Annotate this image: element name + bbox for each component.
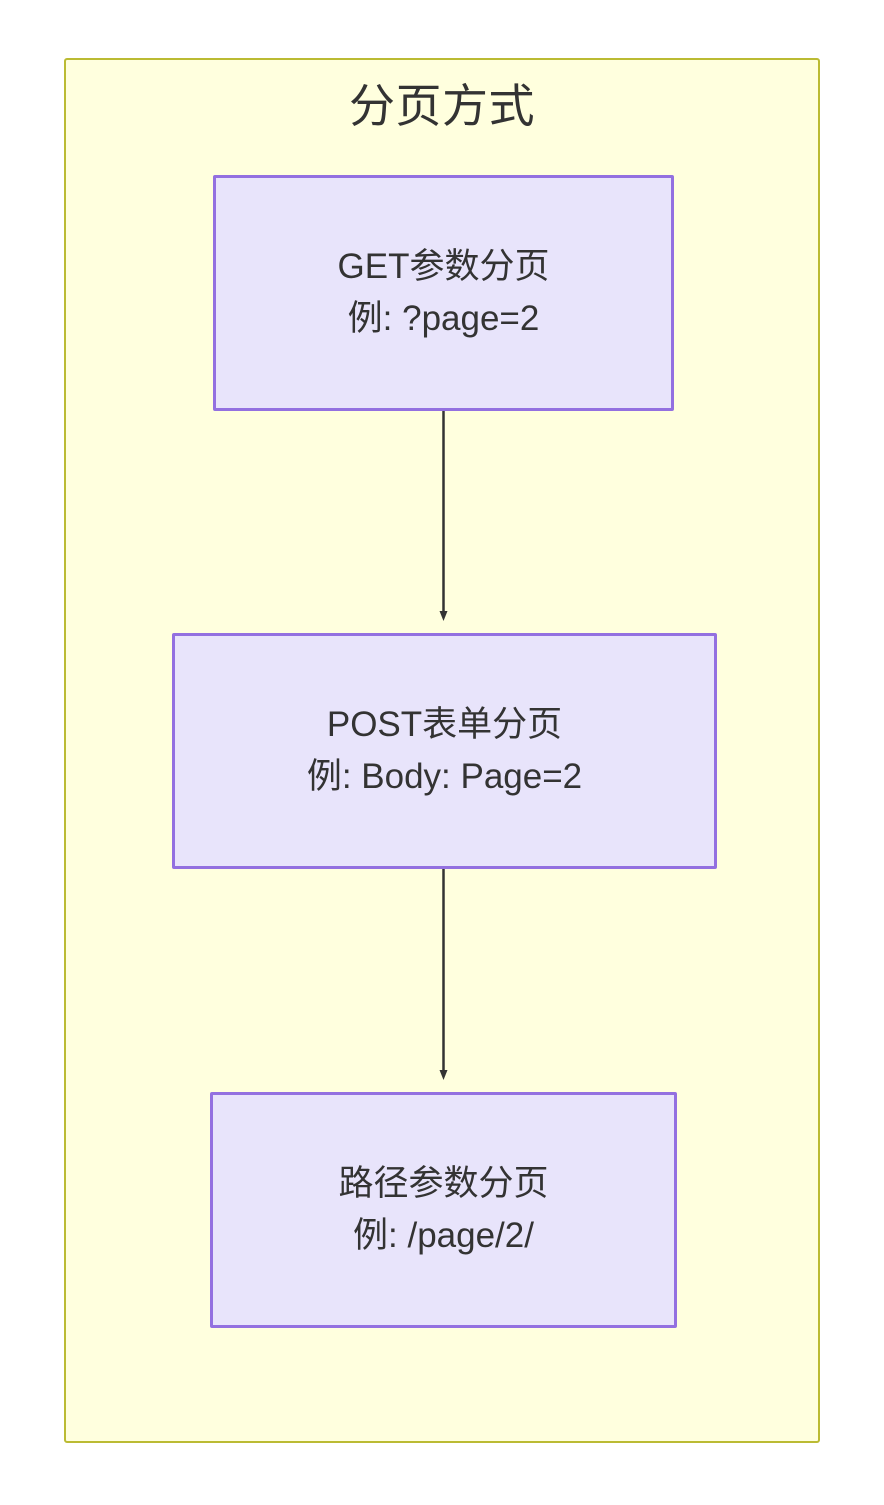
node-get-param-pagination[interactable]: GET参数分页 例: ?page=2 bbox=[213, 175, 674, 411]
node-post-example: 例: Body: Page=2 bbox=[306, 757, 583, 796]
subgraph-title: 分页方式 bbox=[349, 80, 535, 132]
node-get-title: GET参数分页 bbox=[337, 246, 550, 286]
node-get-example: 例: ?page=2 bbox=[347, 299, 540, 338]
node-path-title: 路径参数分页 bbox=[338, 1163, 549, 1203]
node-path-param-pagination[interactable]: 路径参数分页 例: /page/2/ bbox=[210, 1092, 677, 1328]
node-path-example: 例: /page/2/ bbox=[353, 1216, 534, 1255]
node-post-title: POST表单分页 bbox=[326, 704, 563, 744]
node-post-form-pagination[interactable]: POST表单分页 例: Body: Page=2 bbox=[172, 633, 717, 869]
